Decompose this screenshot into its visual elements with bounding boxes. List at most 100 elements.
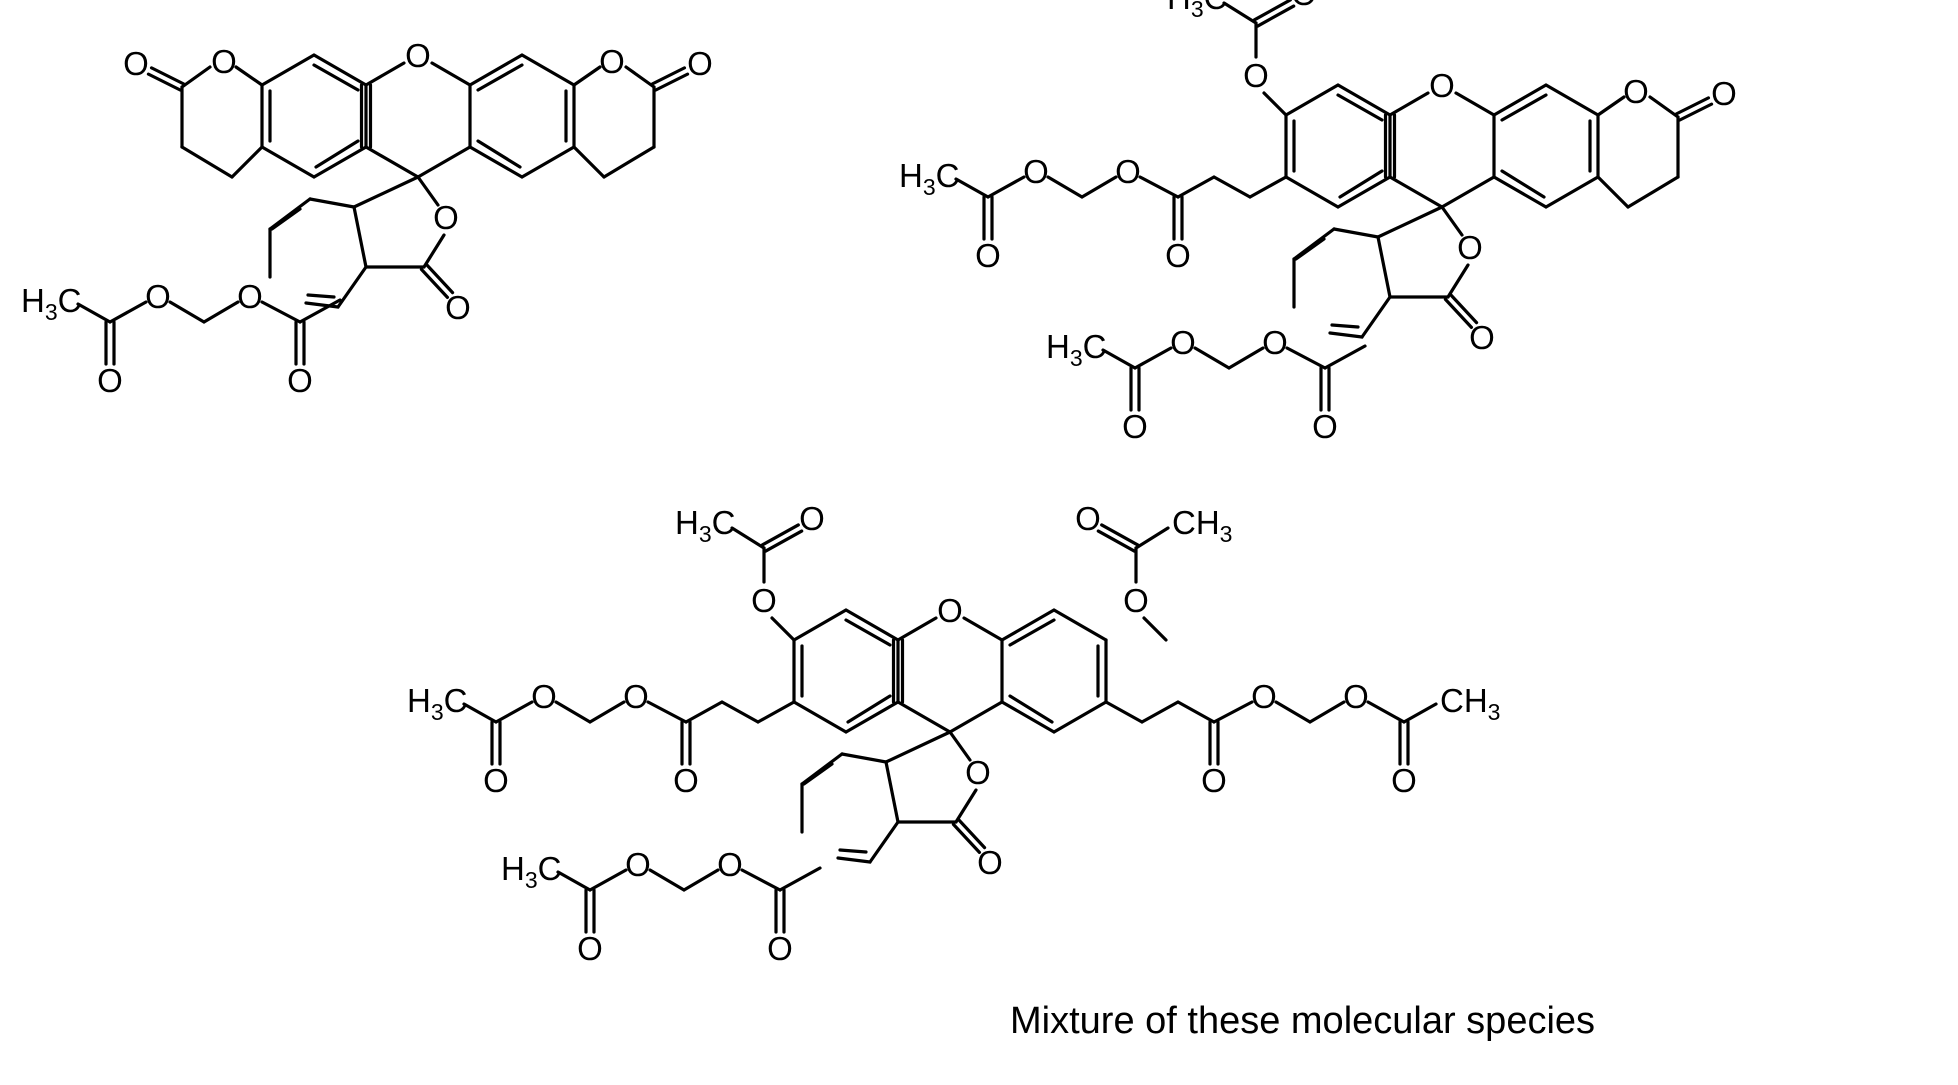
oxygen-atom-label: O xyxy=(1201,762,1227,799)
oxygen-atom-label: O xyxy=(1243,57,1269,94)
ester-bond xyxy=(682,868,720,892)
caption: Mixture of these molecular species xyxy=(1010,1000,1595,1042)
propanoate-bond xyxy=(1176,175,1216,199)
ester-bond xyxy=(740,868,782,892)
xanthene-bond xyxy=(962,616,1004,642)
lactone-bond xyxy=(416,175,440,207)
methyl-group-label: H3C xyxy=(21,282,81,325)
ester-bond xyxy=(168,300,206,324)
double-bond-line xyxy=(1674,96,1711,116)
aromatic-bond xyxy=(1284,83,1340,117)
aromatic-bond xyxy=(1544,83,1600,117)
phenyl-bond xyxy=(336,265,368,309)
oxygen-atom-label: O xyxy=(445,289,471,326)
aromatic-bond xyxy=(792,608,848,642)
aromatic-bond xyxy=(1492,175,1548,209)
double-bond-line xyxy=(1448,293,1479,325)
acetoxy-bond xyxy=(1134,526,1170,550)
ester-bond xyxy=(556,870,592,892)
double-bond-line xyxy=(1677,102,1714,122)
ester-bond xyxy=(986,175,1026,199)
ester-bond xyxy=(1366,700,1406,724)
methyl-group-label: H3C xyxy=(407,682,467,725)
lactone-ring-bond xyxy=(572,65,602,87)
oxygen-atom-label: O xyxy=(433,199,459,236)
spiro-bond xyxy=(364,145,420,179)
double-bond-line xyxy=(1096,529,1136,553)
ester-bond xyxy=(954,177,990,199)
oxygen-atom-label: O xyxy=(1023,153,1049,190)
propanoate-bond xyxy=(1212,175,1252,199)
oxygen-atom-label: O xyxy=(751,582,777,619)
oxygen-atom-label: O xyxy=(1391,762,1417,799)
xanthene-bond xyxy=(1388,91,1430,117)
xanthene-bond xyxy=(1454,91,1496,117)
phenyl-link-bond xyxy=(778,866,822,892)
ester-bond xyxy=(1080,175,1118,199)
aromatic-bond xyxy=(260,145,316,179)
aromatic-bond xyxy=(468,145,524,179)
phenyl-bond xyxy=(1328,331,1364,339)
propanoate-bond xyxy=(1248,175,1288,199)
propanoate-bond xyxy=(1140,700,1180,724)
aromatic-bond xyxy=(792,700,848,734)
propanoate-bond xyxy=(756,700,796,724)
oxygen-atom-label: O xyxy=(123,45,149,82)
lactone-bond xyxy=(1446,263,1470,299)
oxygen-atom-label: O xyxy=(937,592,963,629)
phenyl-inner-bond xyxy=(838,848,868,854)
lactone-bond xyxy=(884,730,952,764)
oxygen-atom-label: O xyxy=(1291,0,1317,12)
methyl-group-label: H3C xyxy=(1046,328,1106,371)
double-bond-line xyxy=(951,822,982,854)
double-bond-line xyxy=(760,523,800,547)
propanoate-bond xyxy=(684,700,724,724)
double-bond-line xyxy=(1252,0,1292,22)
phenyl-inner-bond xyxy=(1330,323,1360,329)
lactone-bond xyxy=(1376,235,1392,299)
ester-bond xyxy=(1133,346,1173,370)
aromatic-bond xyxy=(1000,608,1056,642)
aromatic-inner-bond xyxy=(1500,169,1546,199)
lactone-ring-bond xyxy=(1626,175,1680,209)
oxygen-atom-label: O xyxy=(577,930,603,967)
aromatic-inner-bond xyxy=(1008,618,1056,647)
oxygen-atom-label: O xyxy=(687,45,713,82)
ester-bond xyxy=(588,868,628,892)
oxygen-atom-label: O xyxy=(623,678,649,715)
ester-bond xyxy=(494,700,534,724)
lactone-ring-bond xyxy=(602,145,656,179)
spiro-bond xyxy=(896,700,952,734)
ester-bond xyxy=(1212,700,1254,724)
aromatic-bond xyxy=(520,53,576,87)
phenyl-bond xyxy=(868,820,900,864)
oxygen-atom-label: O xyxy=(1122,408,1148,445)
ester-bond xyxy=(1101,348,1137,370)
aromatic-inner-bond xyxy=(1008,694,1054,724)
ester-bond xyxy=(1402,702,1438,724)
oxygen-atom-label: O xyxy=(1115,153,1141,190)
ester-bond xyxy=(1274,700,1312,724)
aromatic-bond xyxy=(1336,175,1392,209)
double-bond-line xyxy=(146,72,183,92)
oxygen-atom-label: O xyxy=(1170,324,1196,361)
lactone-ring-bond xyxy=(180,65,212,89)
methyl-group-label: H3C xyxy=(675,504,735,547)
phenyl-bond xyxy=(308,197,356,209)
lactone-ring-bond xyxy=(1596,175,1630,209)
phenyl-link-bond xyxy=(1323,344,1367,370)
oxygen-atom-label: O xyxy=(673,762,699,799)
double-bond-line xyxy=(764,529,804,553)
oxygen-atom-label: O xyxy=(1262,324,1288,361)
aromatic-inner-bond xyxy=(314,139,360,169)
methyl-group-label: H3C xyxy=(501,850,561,893)
ester-bond xyxy=(1193,346,1231,370)
aromatic-bond xyxy=(1052,700,1108,734)
phenyl-bond xyxy=(1360,295,1392,339)
lactone-bond xyxy=(948,730,972,762)
oxygen-atom-label: O xyxy=(1429,67,1455,104)
ester-bond xyxy=(588,700,626,724)
lactone-bond xyxy=(954,788,978,824)
aromatic-bond xyxy=(844,608,900,642)
